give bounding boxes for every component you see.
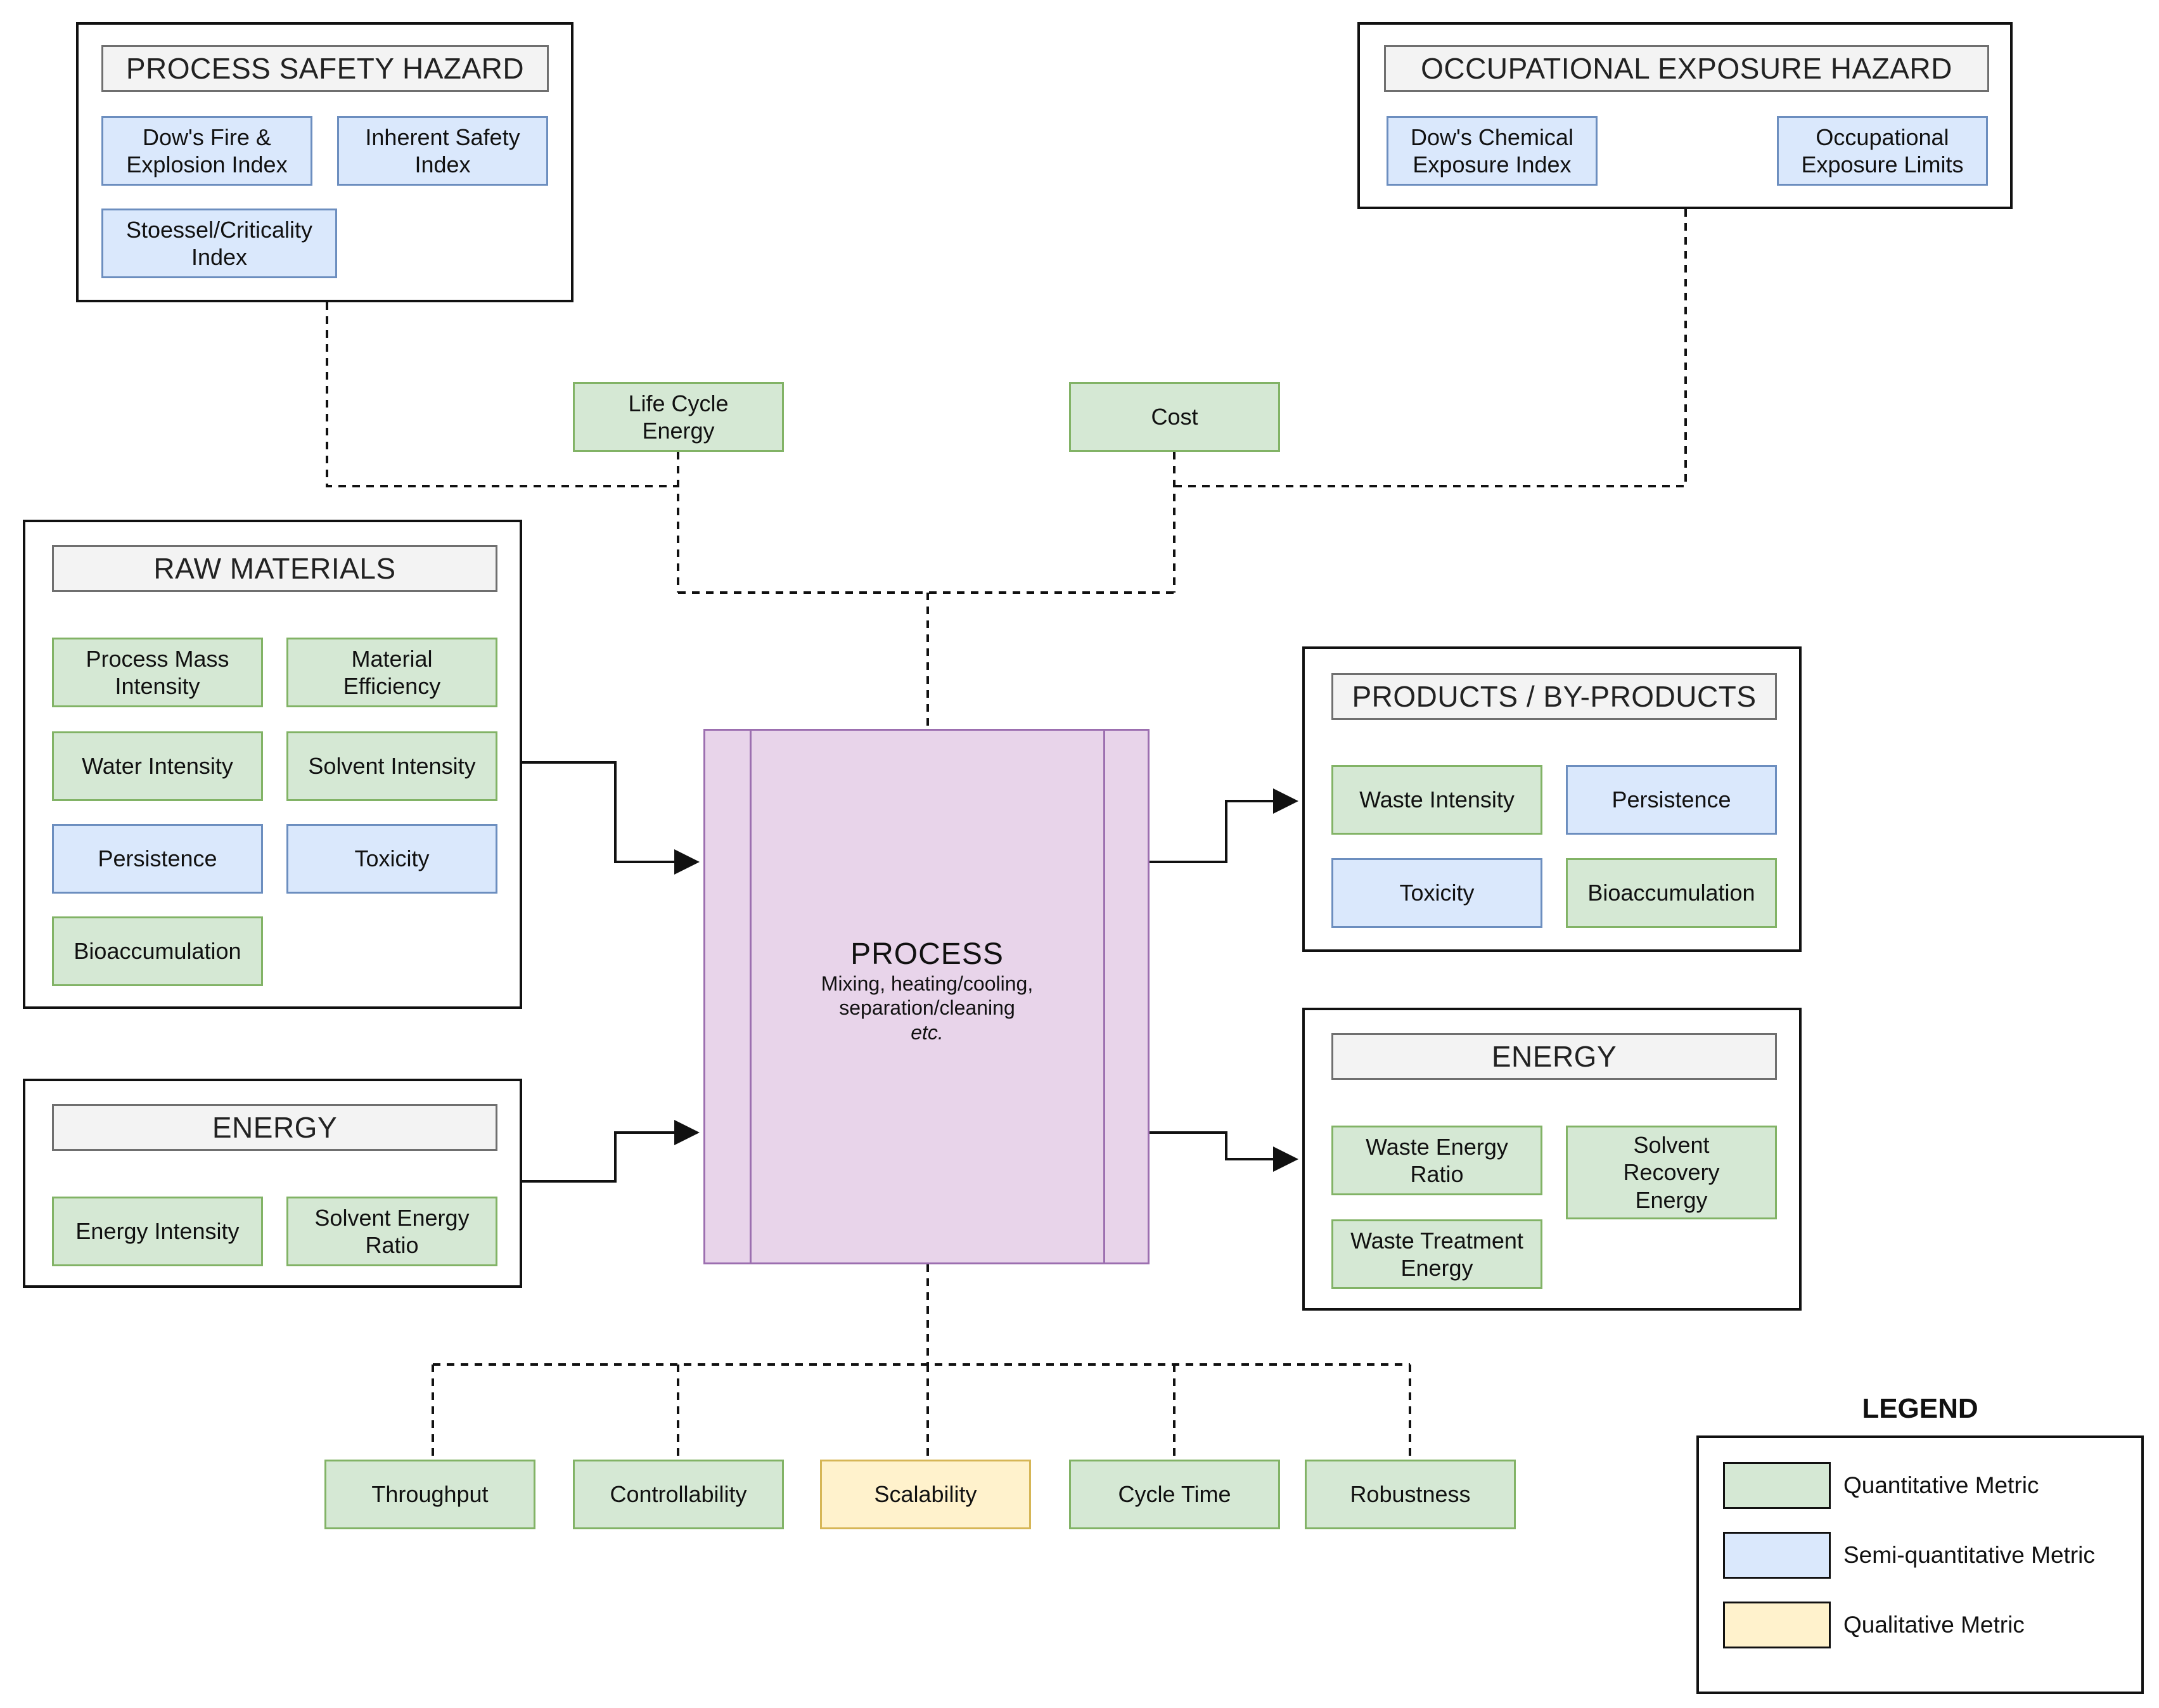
process-description: Mixing, heating/cooling, separation/clea…: [821, 972, 1034, 1020]
waste-treatment-energy: Waste Treatment Energy: [1331, 1219, 1542, 1289]
products-byproducts-group: PRODUCTS / BY-PRODUCTS Waste Intensity P…: [1302, 646, 1802, 952]
energy-intensity: Energy Intensity: [52, 1197, 263, 1266]
throughput-metric: Throughput: [324, 1460, 535, 1529]
process-safety-connector: [326, 302, 678, 487]
legend-swatch-semi-quantitative: [1723, 1532, 1831, 1579]
legend-label-semi-quantitative: Semi-quantitative Metric: [1843, 1542, 2095, 1568]
process-title: PROCESS: [850, 937, 1004, 971]
occupational-exposure-hazard-group: OCCUPATIONAL EXPOSURE HAZARD Dow's Chemi…: [1357, 22, 2013, 209]
solvent-recovery-energy: Solvent Recovery Energy: [1566, 1126, 1777, 1219]
cost-metric: Cost: [1069, 382, 1280, 452]
products-persistence: Persistence: [1566, 765, 1777, 835]
solvent-intensity: Solvent Intensity: [286, 731, 497, 801]
energy-out-arrow: [1150, 1131, 1298, 1172]
scalability-metric: Scalability: [820, 1460, 1031, 1529]
process-etc: etc.: [911, 1020, 944, 1044]
stoessel-criticality-index: Stoessel/Criticality Index: [101, 209, 337, 278]
occupational-connector: [1174, 209, 1687, 487]
energy-input-group: ENERGY Energy Intensity Solvent Energy R…: [23, 1079, 522, 1288]
raw-toxicity: Toxicity: [286, 824, 497, 894]
raw-materials-group: RAW MATERIALS Process Mass Intensity Mat…: [23, 520, 522, 1009]
group-title: ENERGY: [1331, 1033, 1777, 1080]
legend-swatch-qualitative: [1723, 1602, 1831, 1648]
process-label: PROCESS Mixing, heating/cooling, separat…: [756, 937, 1098, 1044]
legend-title: LEGEND: [1862, 1393, 1978, 1424]
life-cycle-energy-metric: Life Cycle Energy: [573, 382, 784, 452]
occupational-exposure-limits: Occupational Exposure Limits: [1777, 116, 1988, 186]
dow-fire-explosion-index: Dow's Fire & Explosion Index: [101, 116, 312, 186]
process-inner-line-right: [1103, 731, 1105, 1262]
robustness-metric: Robustness: [1305, 1460, 1516, 1529]
waste-energy-ratio: Waste Energy Ratio: [1331, 1126, 1542, 1195]
legend-label-qualitative: Qualitative Metric: [1843, 1612, 2025, 1638]
group-title: ENERGY: [52, 1104, 497, 1151]
inherent-safety-index: Inherent Safety Index: [337, 116, 548, 186]
raw-persistence: Persistence: [52, 824, 263, 894]
energy-output-group: ENERGY Waste Energy Ratio Solvent Recove…: [1302, 1008, 1802, 1311]
legend-swatch-quantitative: [1723, 1462, 1831, 1509]
products-arrow: [1150, 788, 1298, 863]
group-title: PROCESS SAFETY HAZARD: [101, 45, 549, 92]
group-title: PRODUCTS / BY-PRODUCTS: [1331, 673, 1777, 720]
process-safety-hazard-group: PROCESS SAFETY HAZARD Dow's Fire & Explo…: [76, 22, 573, 302]
process-mass-intensity: Process Mass Intensity: [52, 638, 263, 707]
legend-box: Quantitative Metric Semi-quantitative Me…: [1696, 1435, 2144, 1694]
solvent-energy-ratio: Solvent Energy Ratio: [286, 1197, 497, 1266]
raw-bioaccumulation: Bioaccumulation: [52, 916, 263, 986]
energy-in-arrow: [522, 1120, 700, 1183]
products-bioaccumulation: Bioaccumulation: [1566, 858, 1777, 928]
products-toxicity: Toxicity: [1331, 858, 1542, 928]
process-box: PROCESS Mixing, heating/cooling, separat…: [703, 729, 1150, 1264]
dow-chemical-exposure-index: Dow's Chemical Exposure Index: [1387, 116, 1598, 186]
cycle-time-metric: Cycle Time: [1069, 1460, 1280, 1529]
material-efficiency: Material Efficiency: [286, 638, 497, 707]
raw-materials-arrow: [522, 761, 700, 875]
group-title: OCCUPATIONAL EXPOSURE HAZARD: [1384, 45, 1989, 92]
legend-label-quantitative: Quantitative Metric: [1843, 1472, 2039, 1498]
process-inner-line-left: [750, 731, 752, 1262]
water-intensity: Water Intensity: [52, 731, 263, 801]
controllability-metric: Controllability: [573, 1460, 784, 1529]
group-title: RAW MATERIALS: [52, 545, 497, 592]
waste-intensity: Waste Intensity: [1331, 765, 1542, 835]
